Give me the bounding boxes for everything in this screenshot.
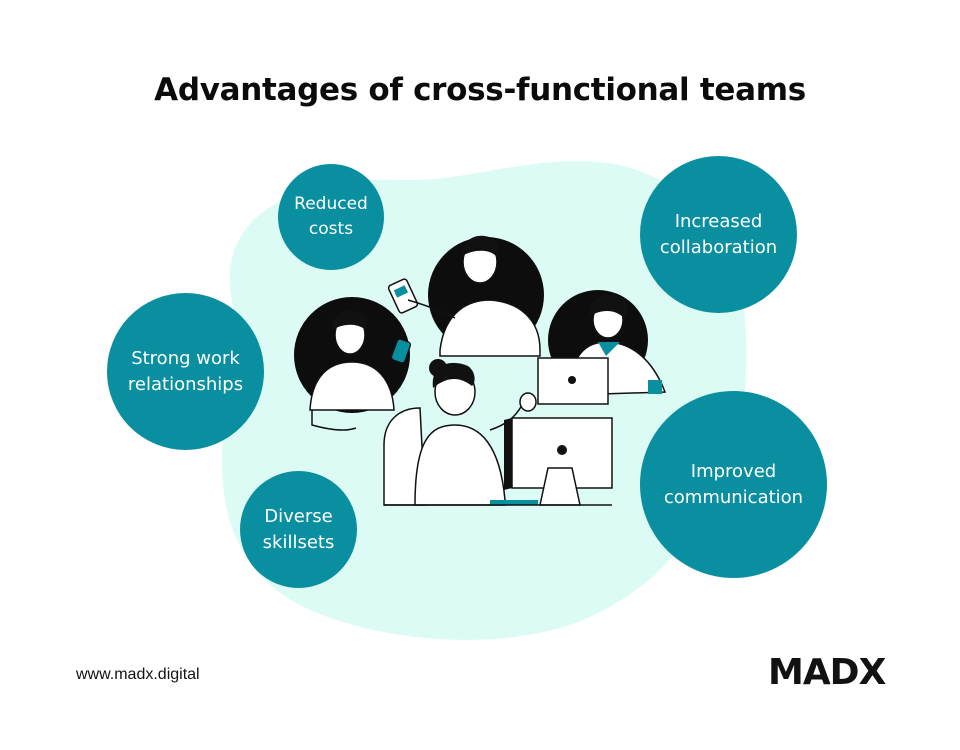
man-with-phone-figure: [387, 235, 544, 357]
advantage-text-line: Reduced: [294, 194, 368, 214]
advantage-text-line: Increased: [674, 210, 763, 232]
madx-logo: MADX: [768, 652, 886, 693]
page-title: Advantages of cross-functional teams: [154, 72, 806, 108]
advantage-text-line: skillsets: [262, 531, 335, 553]
advantage-text-line: Diverse: [264, 505, 333, 527]
advantage-reduced-costs: Reduced costs: [278, 164, 384, 270]
woman-at-desk-figure: [383, 359, 613, 506]
advantage-text-line: Improved: [690, 460, 777, 482]
advantage-text-line: costs: [308, 219, 354, 239]
advantage-text-line: communication: [663, 486, 804, 508]
advantage-diverse-skillsets: Diverse skillsets: [240, 471, 357, 588]
man-with-laptop-figure: [537, 290, 667, 405]
advantage-text-line: relationships: [127, 373, 244, 395]
advantage-increased-collaboration: Increased collaboration: [640, 156, 797, 313]
website-url[interactable]: www.madx.digital: [76, 666, 200, 683]
advantage-text-line: collaboration: [659, 236, 778, 258]
advantage-improved-communication: Improved communication: [640, 391, 827, 578]
woman-with-phone-figure: [294, 297, 412, 431]
advantage-strong-work-relationships: Strong work relationships: [107, 293, 264, 450]
advantage-text-line: Strong work: [131, 347, 240, 369]
